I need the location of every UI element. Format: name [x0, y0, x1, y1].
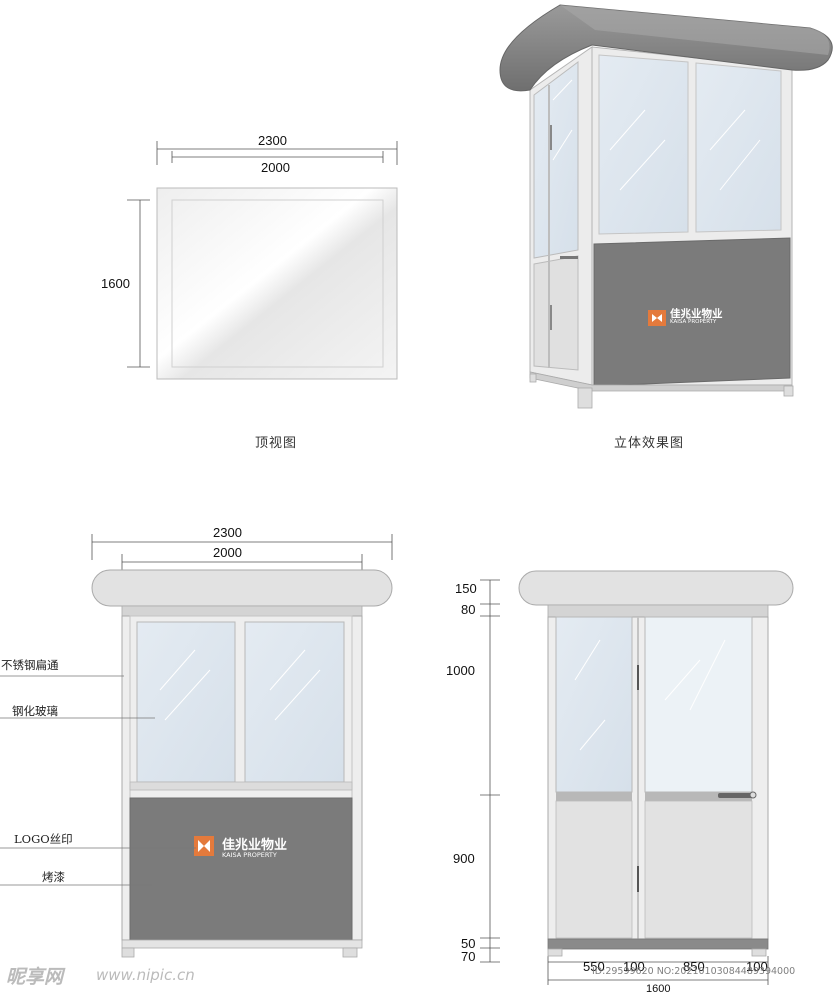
top-view-roof-plan	[156, 187, 398, 380]
watermark-site: www.nipic.cn	[96, 966, 195, 984]
label-paint: 烤漆	[42, 870, 65, 884]
side-height-5: 50	[461, 936, 476, 951]
label-frame: 不锈钢扁通	[1, 658, 59, 672]
front-dim-width-inner: 2000	[213, 545, 242, 560]
perspective-logo	[648, 310, 666, 326]
perspective-caption: 立体效果图	[614, 436, 685, 451]
side-height-1: 150	[455, 581, 477, 596]
perspective-logo-en: KAISA PROPERTY	[670, 319, 717, 325]
front-view-dimension-lines	[91, 534, 393, 572]
watermark-brand: 昵享网	[6, 966, 64, 988]
top-view-dimension-lines	[127, 141, 398, 368]
side-total-width: 1600	[646, 983, 671, 995]
side-height-2: 80	[461, 602, 476, 617]
front-logo	[194, 836, 214, 856]
front-dim-width-outer: 2300	[213, 525, 242, 540]
top-dim-depth: 1600	[101, 276, 130, 291]
side-view-dimension-lines	[480, 579, 769, 985]
side-booth	[518, 570, 794, 957]
side-height-3: 1000	[446, 663, 475, 678]
side-width-3: 850	[683, 959, 705, 974]
side-height-6: 70	[461, 949, 476, 964]
front-logo-cn: 佳兆业物业	[222, 838, 288, 853]
side-width-4: 100	[746, 959, 768, 974]
front-leader-lines	[0, 675, 196, 886]
top-dim-width-outer: 2300	[258, 133, 287, 148]
label-logo-print: LOGO丝印	[14, 832, 73, 846]
side-height-4: 900	[453, 851, 475, 866]
perspective-logo-cn: 佳兆业物业	[670, 308, 723, 320]
top-dim-width-inner: 2000	[261, 160, 290, 175]
watermark-id: ID:29599620 NO:20210103084489394000	[592, 966, 796, 977]
side-width-2: 100	[623, 959, 645, 974]
perspective-booth	[499, 4, 833, 409]
top-view-caption: 顶视图	[255, 436, 298, 451]
front-booth	[91, 569, 393, 958]
front-logo-en: KAISA PROPERTY	[222, 851, 277, 859]
side-width-1: 550	[583, 959, 605, 974]
label-glass: 钢化玻璃	[12, 704, 58, 718]
